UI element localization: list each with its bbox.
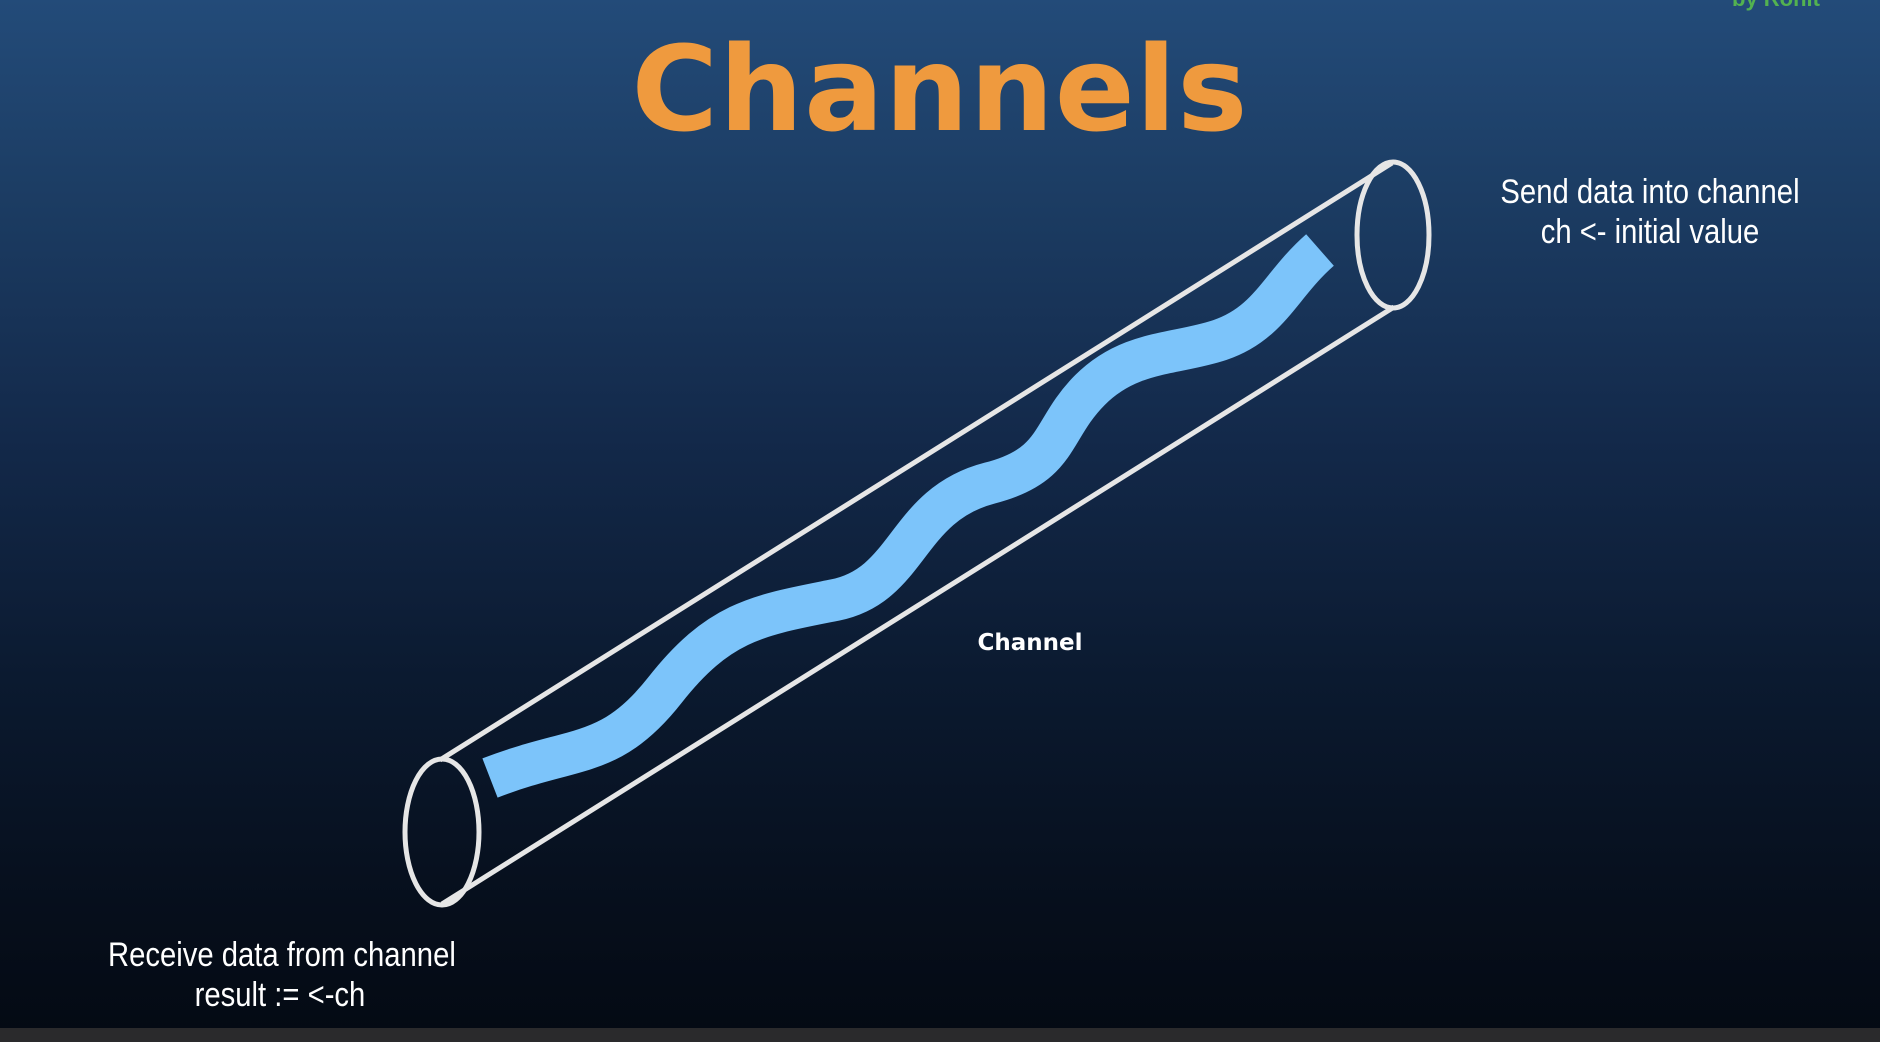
receive-caption-line1: Receive data from channel: [108, 936, 456, 974]
receive-caption: Receive data from channel result := <-ch: [108, 935, 456, 1015]
pipe-front-opening: [402, 756, 482, 908]
channel-pipe-icon: [402, 159, 1432, 908]
send-caption-line2: ch <- initial value: [1540, 213, 1760, 251]
receive-caption-line2: result := <-ch: [194, 976, 366, 1014]
pipe-back-opening: [1354, 159, 1432, 311]
send-caption: Send data into channel ch <- initial val…: [1469, 172, 1830, 252]
slide-title: Channels: [631, 20, 1249, 158]
video-player-bottom-bar: [0, 1028, 1880, 1042]
pipe-top-edge: [438, 160, 1394, 763]
author-credit-fragment: by Rohit: [1732, 0, 1820, 12]
send-caption-line1: Send data into channel: [1500, 173, 1800, 211]
pipe-bottom-edge: [440, 304, 1396, 907]
pipe-label: Channel: [977, 630, 1083, 656]
data-wave-icon: [482, 234, 1335, 798]
